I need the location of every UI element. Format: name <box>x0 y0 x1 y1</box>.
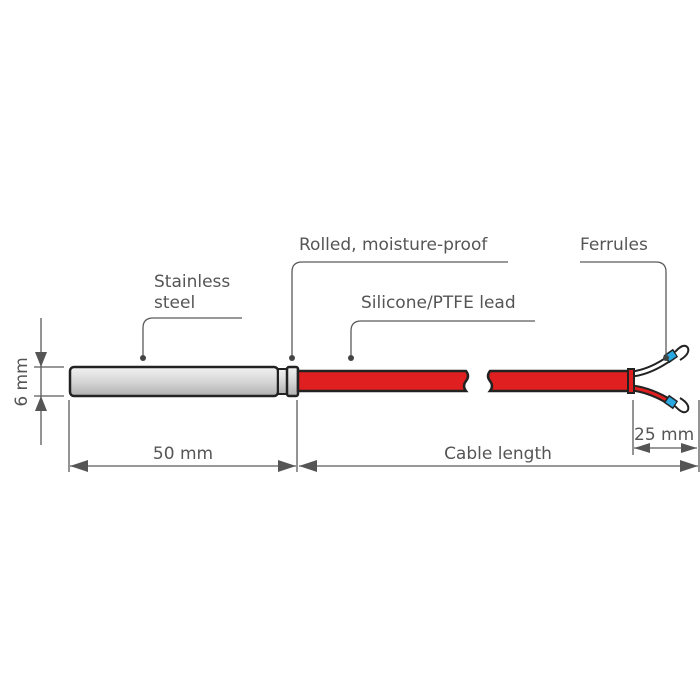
ferrule-bottom <box>663 394 690 414</box>
leader-dot <box>663 355 669 361</box>
dim-strip-length-label: 25 mm <box>634 425 694 445</box>
leader-dot <box>348 355 354 361</box>
cable-end <box>627 368 635 394</box>
leader-rolled <box>291 261 508 358</box>
label-stainless-2: steel <box>154 293 195 313</box>
cable-segment-left <box>296 369 470 393</box>
leader-stainless <box>142 317 242 358</box>
cable-segment-right <box>486 369 634 393</box>
label-rolled: Rolled, moisture-proof <box>299 235 488 255</box>
label-lead: Silicone/PTFE lead <box>361 293 516 313</box>
leader-lead <box>350 320 535 358</box>
dimension-diameter: 6 mm <box>12 318 64 445</box>
dimension-cable-length: Cable length <box>299 400 700 472</box>
wire-ends <box>628 354 674 406</box>
dim-sensor-length-label: 50 mm <box>153 444 213 464</box>
steel-sleeve <box>68 365 300 398</box>
leader-dot <box>140 355 146 361</box>
dimension-strip-length: 25 mm <box>632 400 697 455</box>
dimension-sensor-length: 50 mm <box>68 400 298 472</box>
leader-dot <box>289 355 295 361</box>
dim-cable-length-label: Cable length <box>444 444 552 464</box>
label-stainless-1: Stainless <box>154 272 230 292</box>
leader-ferrules <box>580 261 667 358</box>
dim-diameter-label: 6 mm <box>12 357 32 406</box>
label-ferrules: Ferrules <box>580 235 648 255</box>
